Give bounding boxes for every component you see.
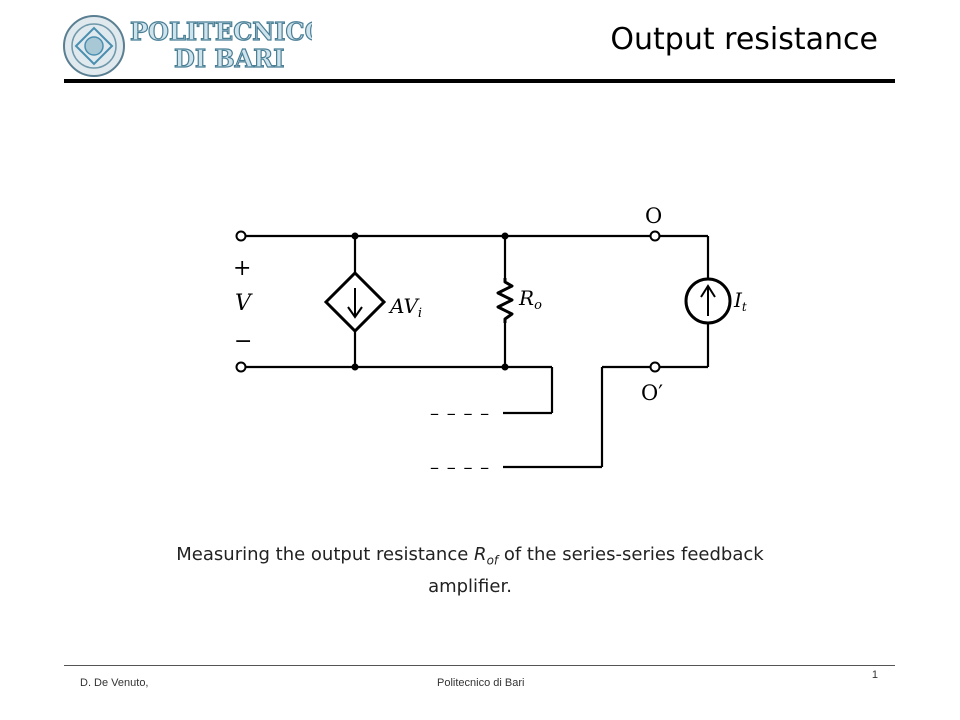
politecnico-logo: POLITECNICO DI BARI bbox=[62, 12, 326, 80]
caption-symbol: R bbox=[474, 544, 487, 565]
output-terminal-o-prime bbox=[649, 361, 661, 373]
minus-sign: − bbox=[234, 329, 252, 354]
plus-sign: + bbox=[233, 256, 251, 281]
logo-graphic: POLITECNICO DI BARI bbox=[63, 15, 326, 77]
dashed-wire-upper: – – – – bbox=[430, 403, 490, 424]
circuit-diagram: O O′ + V − AVi Ro It – – – – – – – – bbox=[233, 204, 747, 478]
input-terminal-top bbox=[235, 230, 247, 242]
header-divider bbox=[64, 79, 895, 83]
footer-divider bbox=[64, 665, 895, 666]
resistor-ro bbox=[496, 278, 514, 323]
node-o-label: O bbox=[645, 204, 662, 228]
node-o-prime-label: O′ bbox=[641, 381, 663, 405]
test-current-source bbox=[684, 277, 732, 325]
resistor-label: Ro bbox=[518, 286, 542, 313]
logo-text-line1: POLITECNICO bbox=[130, 17, 312, 46]
page-number: 1 bbox=[871, 669, 878, 681]
dependent-current-source bbox=[323, 270, 387, 334]
figure-caption: Measuring the output resistance Rof of t… bbox=[176, 544, 764, 597]
output-terminal-o bbox=[649, 230, 661, 242]
voltage-label: V bbox=[235, 291, 253, 316]
input-terminal-bottom bbox=[235, 361, 247, 373]
dashed-wire-lower: – – – – bbox=[430, 457, 490, 478]
source-gain-label: AVi bbox=[388, 294, 422, 321]
footer-author: D. De Venuto, bbox=[80, 677, 149, 689]
logo-text-line2: DI BARI bbox=[174, 44, 284, 73]
footer-institution: Politecnico di Bari bbox=[437, 677, 525, 689]
current-label: It bbox=[733, 288, 747, 314]
page-title: Output resistance bbox=[610, 22, 878, 57]
